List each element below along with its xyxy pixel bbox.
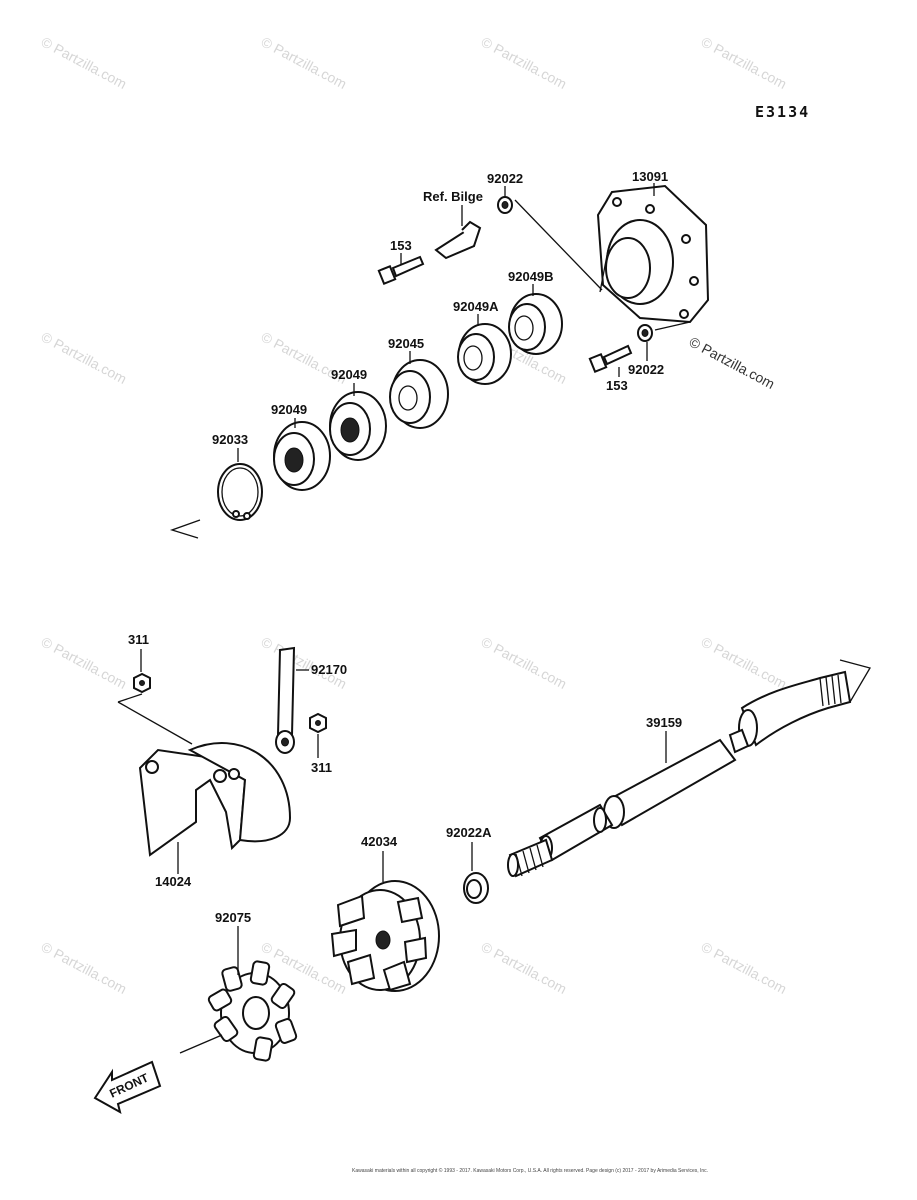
drive-shaft-39159[interactable] (507, 670, 852, 878)
seal-92049A[interactable] (457, 323, 512, 385)
watermark: © Partzilla.com (479, 34, 570, 92)
washer-92022-top[interactable] (497, 196, 513, 214)
label-92075[interactable]: 92075 (215, 910, 251, 925)
watermark: © Partzilla.com (699, 939, 790, 997)
bolt-153-bottom[interactable] (588, 344, 633, 374)
watermark: © Partzilla.com (39, 329, 130, 387)
diagram-code: E3134 (755, 103, 810, 121)
label-92022-bottom[interactable]: 92022 (628, 362, 664, 377)
nut-311-bottom[interactable] (309, 712, 327, 734)
label-311-bottom[interactable]: 311 (311, 760, 332, 775)
coupling-42034[interactable] (330, 880, 440, 992)
label-92045[interactable]: 92045 (388, 336, 424, 351)
washer-92022-bottom[interactable] (637, 324, 653, 342)
bearing-92045[interactable] (389, 359, 449, 429)
label-14024[interactable]: 14024 (155, 874, 192, 889)
watermark: © Partzilla.com (479, 939, 570, 997)
circlip-92033[interactable] (217, 463, 263, 521)
label-92049B[interactable]: 92049B (508, 269, 554, 284)
watermark: © Partzilla.com (699, 34, 790, 92)
watermark-dark: © Partzilla.com (687, 334, 778, 392)
bearing-housing-13091[interactable] (596, 184, 710, 324)
watermark: © Partzilla.com (39, 634, 130, 692)
label-92022A[interactable]: 92022A (446, 825, 492, 840)
nut-311-top[interactable] (133, 672, 151, 694)
axis-line-right (839, 659, 871, 703)
watermark: © Partzilla.com (39, 34, 130, 92)
label-92022-top[interactable]: 92022 (487, 171, 523, 186)
damper-92075[interactable] (207, 960, 298, 1062)
label-42034[interactable]: 42034 (361, 834, 398, 849)
washer-92022A[interactable] (463, 872, 489, 904)
label-39159[interactable]: 39159 (646, 715, 682, 730)
front-arrow: FRONT (93, 1060, 162, 1115)
watermark: © Partzilla.com (479, 634, 570, 692)
label-311-top[interactable]: 311 (128, 632, 149, 647)
label-92049-a[interactable]: 92049 (331, 367, 367, 382)
label-92033[interactable]: 92033 (212, 432, 248, 447)
seal-92049-b[interactable] (273, 421, 331, 491)
label-92049A[interactable]: 92049A (453, 299, 499, 314)
label-92170[interactable]: 92170 (311, 662, 347, 677)
label-153-bottom[interactable]: 153 (606, 378, 628, 393)
strap-92170[interactable] (275, 646, 296, 754)
watermark: © Partzilla.com (699, 634, 790, 692)
label-13091[interactable]: 13091 (632, 169, 668, 184)
seal-92049-a[interactable] (329, 391, 387, 461)
label-92049-b[interactable]: 92049 (271, 402, 307, 417)
label-ref-bilge[interactable]: Ref. Bilge (423, 189, 483, 204)
bolt-153-top[interactable] (377, 255, 425, 286)
watermark: © Partzilla.com (39, 939, 130, 997)
cover-14024[interactable] (138, 742, 292, 857)
label-153-top[interactable]: 153 (390, 238, 412, 253)
seal-92049B[interactable] (508, 293, 563, 355)
axis-line-left (169, 519, 201, 539)
copyright-text: Kawasaki materials within all copyright … (352, 1167, 708, 1174)
watermark: © Partzilla.com (259, 34, 350, 92)
bilge-fitting[interactable] (434, 220, 482, 260)
